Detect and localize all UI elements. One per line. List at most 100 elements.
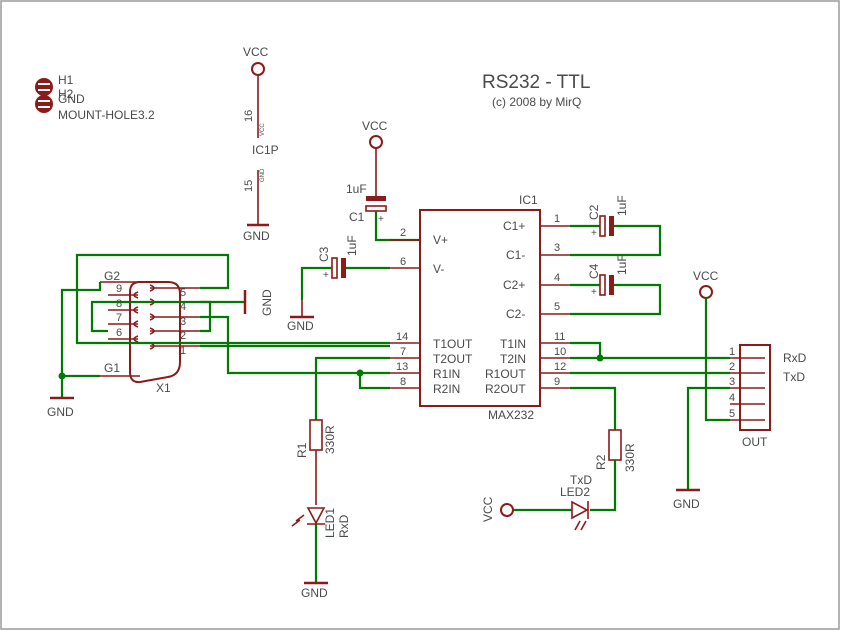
c1-plus: + xyxy=(378,214,384,225)
resistor-r2 xyxy=(608,429,622,461)
x1-pin-9: 9 xyxy=(116,283,122,295)
c1-value: 1uF xyxy=(346,182,367,196)
ic1-pin-11-num: 11 xyxy=(554,331,565,343)
schematic-subtitle: (c) 2008 by MirQ xyxy=(492,95,581,109)
wire-x1-t1out xyxy=(75,253,390,345)
mount-gnd-label: GND xyxy=(58,92,85,106)
ic1-pin-8-num: 8 xyxy=(400,376,406,388)
ic1p-pin15: 15 xyxy=(243,180,255,192)
c1-name: C1 xyxy=(349,210,365,224)
out-rxd-label: RxD xyxy=(783,351,807,365)
gnd-c3-label: GND xyxy=(287,319,314,333)
junction-g1 xyxy=(58,372,66,380)
ic1-body xyxy=(419,209,541,407)
ic1-pin-6-num: 6 xyxy=(400,256,406,268)
wire-c2-loop xyxy=(570,224,662,257)
wire-out3-gnd xyxy=(686,386,730,490)
wire-r2out-r2 xyxy=(570,386,617,430)
led1-symbol xyxy=(291,507,326,527)
x1-pin-8: 8 xyxy=(116,298,122,310)
x1-pin-5: 5 xyxy=(180,287,186,299)
vcc-led2-label: VCC xyxy=(481,496,495,522)
ic1p-pin16: 16 xyxy=(243,110,255,122)
ic1-pin-11-label: T1IN xyxy=(500,337,526,351)
out-pin-2: 2 xyxy=(729,361,735,373)
ic1-pin-8-label: R2IN xyxy=(433,382,460,396)
ic1-name: IC1 xyxy=(519,193,538,207)
wire-r2-led2 xyxy=(590,460,617,512)
ic1-pin-10-num: 10 xyxy=(554,346,566,358)
wire-t2out-r1 xyxy=(314,356,390,420)
ic1-pin-4-num: 4 xyxy=(554,272,560,284)
x1-pin-3: 3 xyxy=(180,316,186,328)
r2-name: R2 xyxy=(594,454,608,470)
ic1-pin-2-num: 2 xyxy=(400,227,406,239)
ic1-pin-10-label: T2IN xyxy=(500,352,526,366)
ic1-pin-4-label: C2+ xyxy=(503,278,525,292)
vcc-c1-label: VCC xyxy=(362,119,388,133)
led2-name: LED2 xyxy=(560,485,590,499)
out-pin-4: 4 xyxy=(729,392,735,404)
connector-out xyxy=(730,344,771,431)
ic1-pin-12-label: R1OUT xyxy=(485,367,526,381)
vcc-led2-symbol xyxy=(500,503,514,517)
ic1-pin-7-num: 7 xyxy=(400,346,406,358)
schematic-title: RS232 - TTL xyxy=(482,72,590,93)
ic1-pin-5-num: 5 xyxy=(554,301,560,313)
ic1p-power-block xyxy=(247,62,269,227)
ic1p-gnd-small: GND xyxy=(260,168,266,182)
c4-value: 1uF xyxy=(615,254,629,275)
wire-vcc-out5 xyxy=(704,298,730,422)
x1-g2: G2 xyxy=(104,269,120,283)
mount-hole-h1 xyxy=(35,78,53,96)
ic1p-gnd-label: GND xyxy=(243,229,270,243)
mount-part-label: MOUNT-HOLE3.2 xyxy=(58,108,155,122)
c2-value: 1uF xyxy=(615,195,629,216)
ic1-right-pins xyxy=(540,225,570,389)
ic1-pin-14-num: 14 xyxy=(396,331,408,343)
x1-g1: G1 xyxy=(104,361,120,375)
resistor-r1 xyxy=(309,419,323,451)
gnd-out-label: GND xyxy=(673,497,700,511)
out-pin-5: 5 xyxy=(729,408,735,420)
r1-value: 330R xyxy=(323,425,337,454)
mount-hole-h2 xyxy=(35,95,53,113)
x1-pin-2: 2 xyxy=(180,330,186,342)
out-pin-1: 1 xyxy=(729,346,735,358)
ic1-pin-7-label: T2OUT xyxy=(433,352,473,366)
mount-h2-label: H2 xyxy=(58,87,74,101)
gnd-led1-label: GND xyxy=(301,586,328,600)
ic1p-vcc-small: VCC xyxy=(260,123,266,136)
gnd-g1-label: GND xyxy=(47,405,74,419)
c2-plus: + xyxy=(591,228,597,239)
ic1-pin-3-label: C1- xyxy=(506,248,525,262)
wire-c4-loop xyxy=(570,283,662,316)
wire-c3-gnd xyxy=(300,266,332,300)
ic1-pin-9-label: R2OUT xyxy=(485,382,526,396)
ic1-pin-1-label: C1+ xyxy=(503,219,525,233)
wire-x1-g2 xyxy=(60,282,102,376)
wire-r2in xyxy=(358,373,390,390)
out-txd-label: TxD xyxy=(783,370,805,384)
ic1-pin-14-label: T1OUT xyxy=(433,337,473,351)
c4-plus: + xyxy=(591,287,597,298)
r2-value: 330R xyxy=(623,443,637,472)
ic1-pin-13-num: 13 xyxy=(396,361,408,373)
c2-name: C2 xyxy=(587,204,601,220)
ic1-pin-1-num: 1 xyxy=(554,213,560,225)
ic1-pin-3-num: 3 xyxy=(554,242,560,254)
gnd-x1-label: GND xyxy=(260,289,274,316)
wire-t1in xyxy=(570,341,602,358)
x1-pin-7: 7 xyxy=(116,312,122,324)
mount-h1-label: H1 xyxy=(58,73,74,87)
c3-name: C3 xyxy=(317,246,331,262)
capacitor-c4 xyxy=(599,274,614,296)
ic1-pin-2-label: V+ xyxy=(433,233,448,247)
capacitor-c2 xyxy=(599,215,614,237)
x1-name: X1 xyxy=(156,381,171,395)
out-name: OUT xyxy=(742,435,768,449)
c4-name: C4 xyxy=(587,263,601,279)
x1-pin-1: 1 xyxy=(180,345,186,357)
